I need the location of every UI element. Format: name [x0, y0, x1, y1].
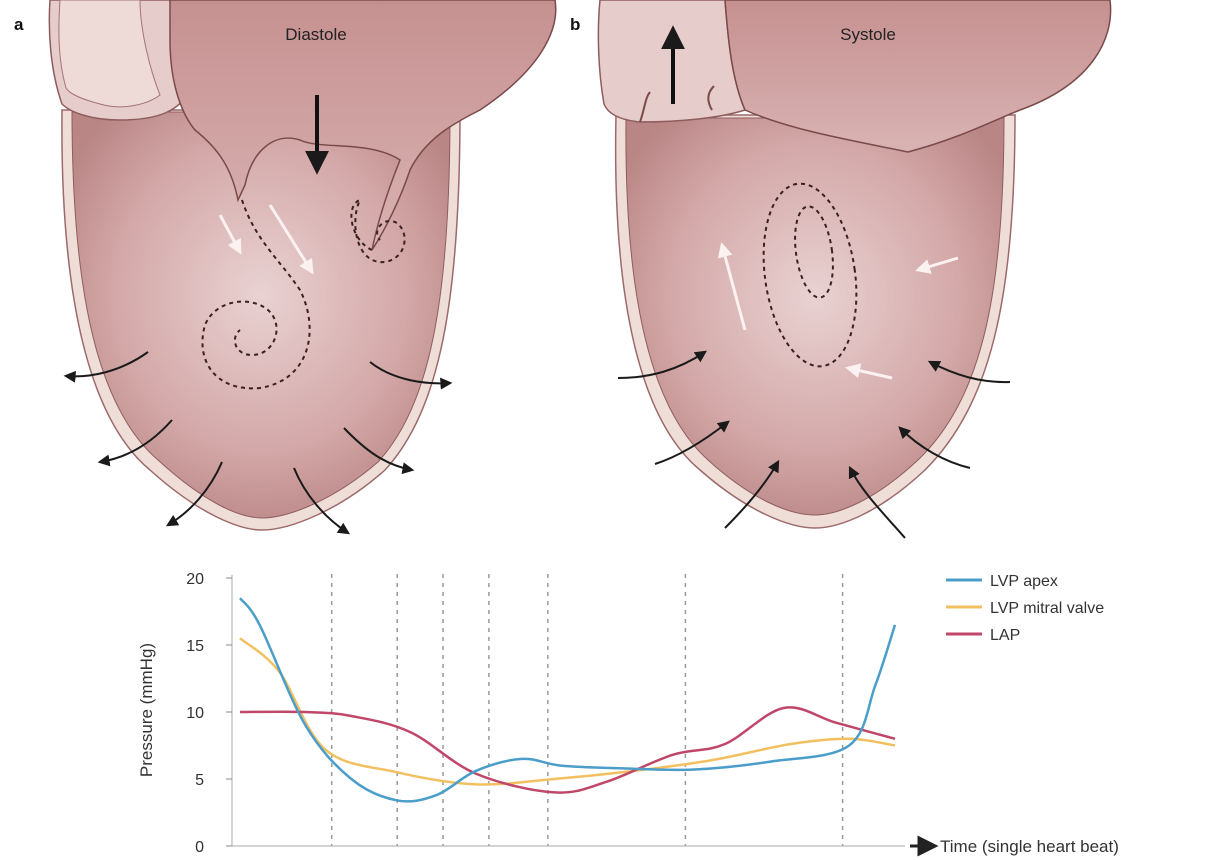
legend-label-3: LAP — [990, 627, 1020, 644]
x-axis-title: Time (single heart beat) — [940, 837, 1119, 856]
y-tick-label: 15 — [186, 638, 204, 655]
y-tick-label: 5 — [195, 772, 204, 789]
panel-a-title: Diastole — [285, 25, 346, 44]
legend-label-2: LVP mitral valve — [990, 600, 1104, 617]
series-line-lvp-apex — [240, 598, 895, 801]
panel-a-diastole: a Diastole — [14, 0, 556, 533]
pressure-chart: 0 5 10 15 20 Pressure (mmHg) Time (single he… — [137, 571, 1119, 856]
panel-b-title: Systole — [840, 25, 896, 44]
panel-a-letter: a — [14, 15, 24, 34]
series-line-lvp-mitral-valve — [240, 638, 895, 784]
left-ventricle-cavity-b — [626, 118, 1004, 515]
y-tick-label: 0 — [195, 839, 204, 856]
y-axis-title: Pressure (mmHg) — [137, 643, 156, 777]
event-lines — [332, 574, 843, 846]
panel-b-systole: b Systole — [570, 0, 1111, 538]
series-line-lap — [240, 707, 895, 792]
y-ticks: 0 5 10 15 20 — [186, 571, 232, 856]
series-lines — [240, 598, 895, 801]
panel-b-letter: b — [570, 15, 580, 34]
legend-label-1: LVP apex — [990, 573, 1058, 590]
y-tick-label: 20 — [186, 571, 204, 588]
y-tick-label: 10 — [186, 705, 204, 722]
